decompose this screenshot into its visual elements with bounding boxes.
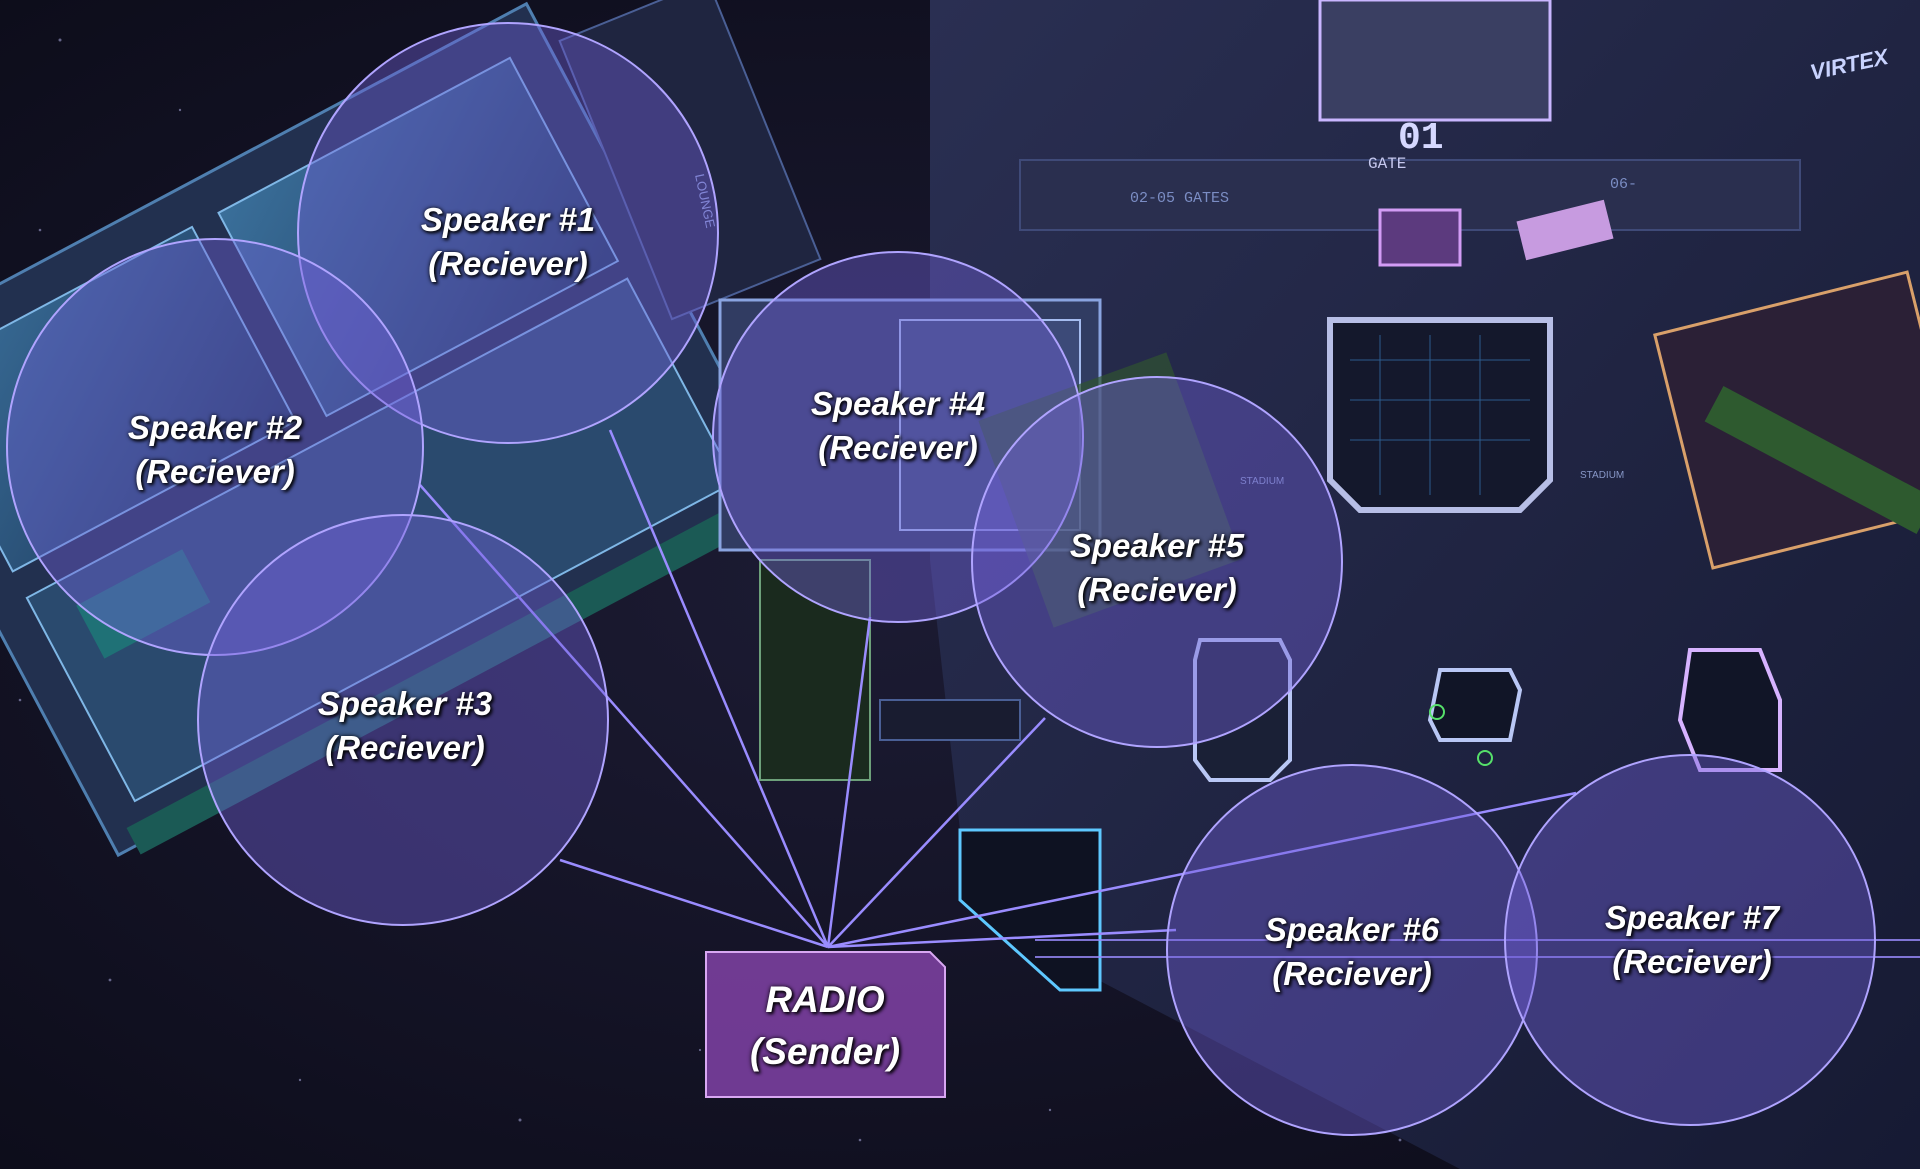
signal-line-6 (827, 791, 1577, 949)
speaker-2-coverage-circle (6, 238, 424, 656)
speaker-3-coverage-circle (197, 514, 609, 926)
gate-word: GATE (1368, 155, 1406, 173)
lower-walkway (958, 828, 1102, 992)
speaker-5-coverage-circle (971, 376, 1343, 748)
gates-right-sign: 06- (1610, 176, 1637, 193)
stadium-grid-stage (1327, 317, 1553, 513)
signal-line-1 (608, 429, 830, 948)
bridge (879, 699, 1021, 741)
green-marker (1477, 750, 1493, 766)
floating-panel (1516, 199, 1614, 261)
center-planter (978, 352, 1242, 628)
gates-left-sign: 02-05 GATES (1130, 190, 1229, 207)
tower-block (759, 559, 871, 781)
signal-line-2 (419, 484, 829, 948)
speaker-4-coverage-circle (712, 251, 1084, 623)
gate-number: 01 (1398, 117, 1444, 160)
stadium-sign-b: STADIUM (1580, 470, 1624, 481)
stadium-sign-a: STADIUM (1240, 476, 1284, 487)
main-floor (930, 0, 1920, 1169)
portal-right (1677, 648, 1782, 772)
signal-line-7 (827, 928, 1177, 949)
portal-left (1193, 638, 1292, 782)
signal-line-3 (559, 858, 829, 949)
signal-line-4 (826, 616, 872, 948)
stage-grid-lines (1350, 335, 1530, 495)
speaker-1-coverage-circle (297, 22, 719, 444)
portal-mid (1427, 668, 1523, 742)
signal-links (419, 429, 1920, 958)
lounge-strip (558, 0, 822, 321)
speaker-7-coverage-circle (1504, 754, 1876, 1126)
left-wing-structure (0, 1, 792, 858)
gate-console (1378, 208, 1462, 267)
gate-ramp (1318, 0, 1552, 122)
speaker-6-coverage-circle (1166, 764, 1538, 1136)
signal-line-5 (827, 717, 1046, 948)
green-marker (1429, 704, 1445, 720)
radio-sender-box (705, 951, 946, 1098)
right-planter (1704, 386, 1920, 534)
speaker-coverage-circles (6, 22, 1876, 1136)
